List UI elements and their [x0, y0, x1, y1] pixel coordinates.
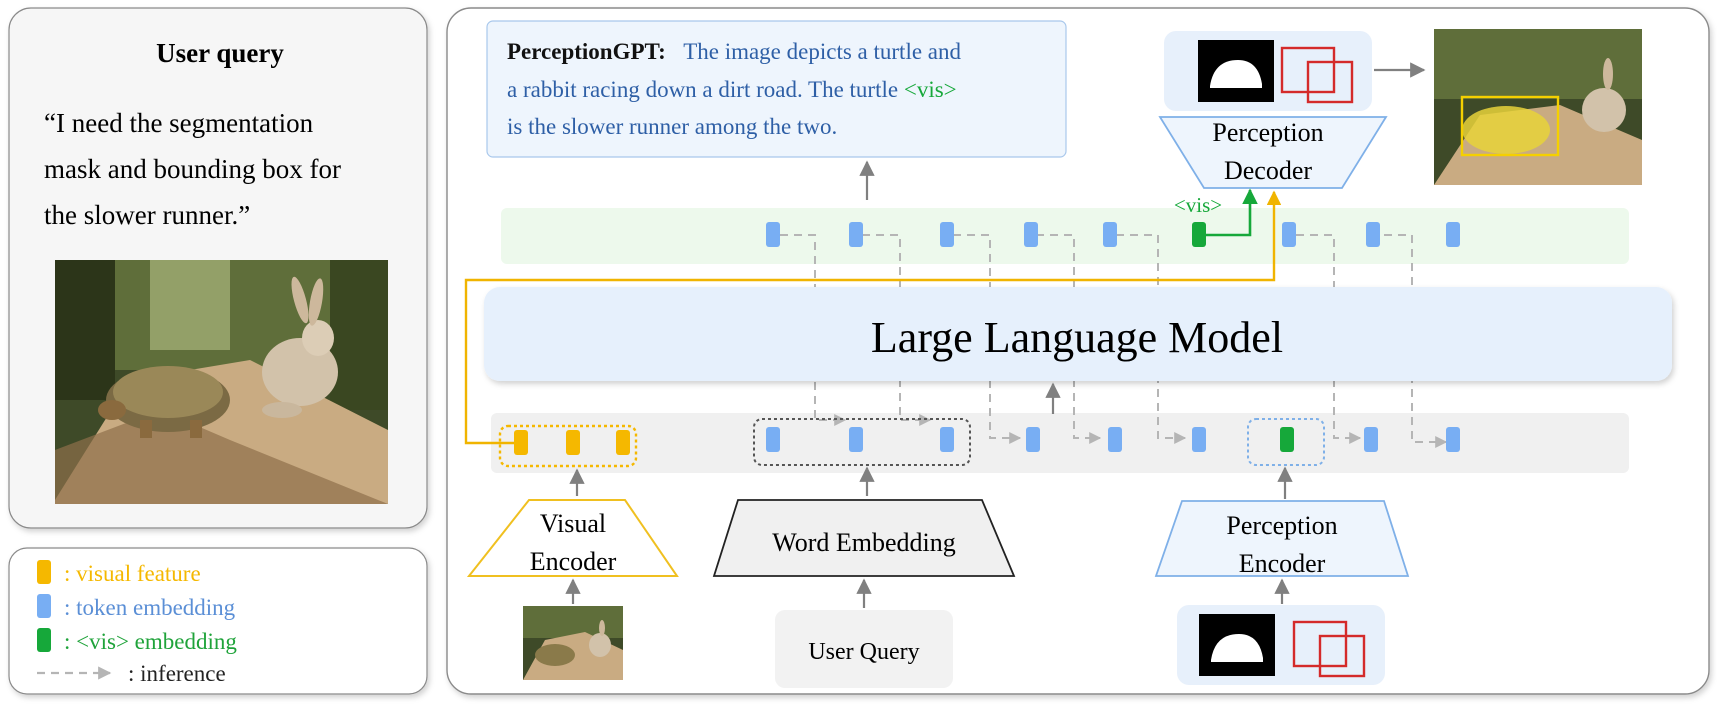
legend-panel [8, 547, 428, 695]
input-token [940, 427, 954, 452]
llm-label: Large Language Model [871, 313, 1283, 362]
vis-embedding-group [1247, 418, 1325, 466]
result-bbox [1460, 95, 1560, 157]
input-token [1108, 427, 1122, 452]
input-token [1446, 427, 1460, 452]
output-token [1446, 222, 1460, 247]
output-token [1366, 222, 1380, 247]
visual-feature-path-icon [464, 190, 1282, 445]
visual-encoder [466, 499, 679, 577]
legend-visual-label: : visual feature [64, 561, 201, 586]
output-line-1: The image depicts a turtle and [683, 39, 961, 64]
output-vis-token: <vis> [904, 77, 957, 102]
input-token [849, 427, 863, 452]
perception-encoder [1154, 500, 1410, 577]
legend-token-swatch [37, 594, 51, 618]
legend-token-label: : token embedding [64, 595, 236, 620]
user-query-line-1: “I need the segmentation [44, 108, 314, 138]
input-vis-token [1280, 427, 1294, 452]
output-token [1024, 222, 1038, 247]
vis-to-decoder-arrow-icon [1206, 188, 1258, 237]
visual-encoder-label-1: Visual [540, 509, 606, 538]
output-tokens [766, 222, 1460, 247]
user-query-line-2: mask and bounding box for [44, 154, 341, 184]
output-token [849, 222, 863, 247]
perception-encoder-label-2: Encoder [1239, 549, 1326, 578]
user-query-box [775, 610, 953, 688]
user-query-title: User query [156, 38, 284, 68]
word-embedding-group [753, 418, 971, 466]
visual-feature-group [498, 424, 638, 468]
output-vis-token [1192, 222, 1206, 247]
legend-vis-label: : <vis> embedding [64, 629, 237, 654]
output-token [1103, 222, 1117, 247]
legend-inference-label: : inference [128, 661, 226, 686]
svg-text:PerceptionGPT: The image d: PerceptionGPT: The image depicts a turtl… [507, 39, 961, 64]
vis-tag-label: <vis> [1174, 193, 1222, 217]
bounding-box-icon-2 [1306, 60, 1354, 104]
perception-decoder-label-2: Decoder [1224, 156, 1312, 185]
word-embedding-label: Word Embedding [772, 528, 956, 557]
input-token [1192, 427, 1206, 452]
output-token [940, 222, 954, 247]
input-token [766, 427, 780, 452]
input-token [1364, 427, 1378, 452]
output-token [766, 222, 780, 247]
perception-decoder [1158, 116, 1388, 189]
output-line-2: a rabbit racing down a dirt road. The tu… [507, 77, 904, 102]
large-language-model [484, 287, 1672, 381]
perception-encoder-label-1: Perception [1226, 511, 1337, 540]
query-image [55, 260, 388, 504]
visual-feature-token [514, 430, 528, 455]
user-query-box-label: User Query [808, 639, 919, 665]
visual-encoder-label-2: Encoder [530, 547, 617, 576]
input-token [1026, 427, 1040, 452]
input-image-thumbnail [523, 606, 623, 680]
legend-visual-swatch [37, 560, 51, 584]
visual-feature-token [566, 430, 580, 455]
turtle-mask-shape [1210, 60, 1262, 88]
word-embedding [712, 499, 1016, 577]
legend-vis-swatch [37, 628, 51, 652]
turtle-mask-shape [1211, 634, 1263, 662]
user-query-line-3: the slower runner.” [44, 200, 250, 230]
output-text-box [486, 20, 1067, 158]
visual-feature-token [616, 430, 630, 455]
output-line-3: is the slower runner among the two. [507, 114, 837, 139]
bounding-box-icon-2 [1318, 634, 1366, 678]
output-token [1282, 222, 1296, 247]
result-image [1434, 29, 1642, 185]
output-speaker: PerceptionGPT: [507, 39, 666, 64]
perception-decoder-label-1: Perception [1212, 118, 1323, 147]
svg-text:a rabbit racing down a dirt ro: a rabbit racing down a dirt road. The tu… [507, 77, 957, 102]
